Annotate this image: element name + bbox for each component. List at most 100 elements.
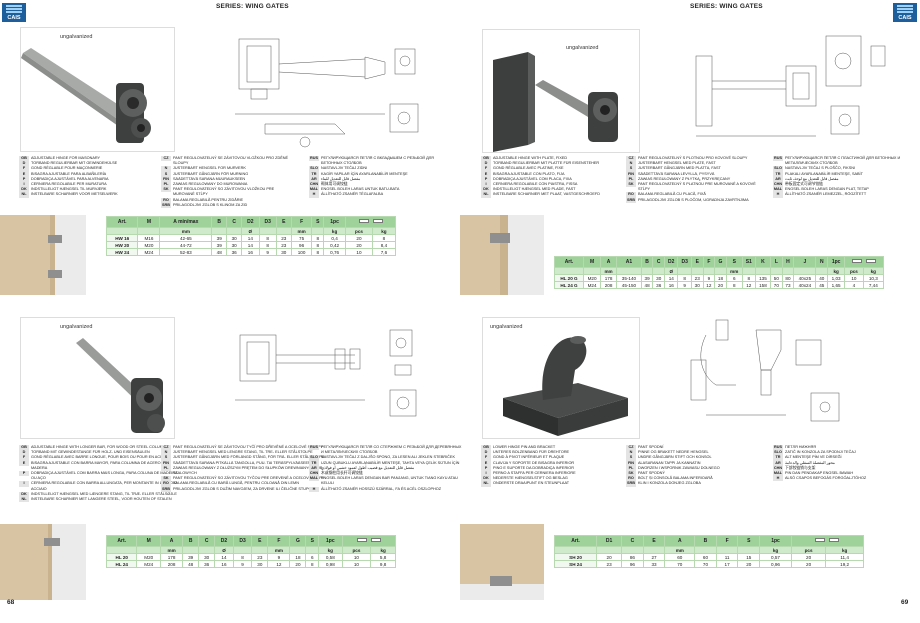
article-code: SH 20 (553, 553, 598, 561)
language-code: CHN (309, 182, 319, 188)
description-text: INSTELBARE SCHARNIER VOOR METSELWERK (31, 192, 118, 197)
unit-cell: kg (862, 267, 885, 275)
unit-cell: kg (323, 227, 347, 235)
unit-cell: pcs (844, 267, 864, 275)
description-text: SÄÄDETTÄVÄ SARANA MUURAUKSEEN (173, 176, 246, 181)
description-text: GOND RÉGLABLE AVEC PLATINE, FIXE (493, 166, 564, 171)
unit-cell: Ø (664, 267, 679, 275)
description-text: ZAWIAS REGULOWANY DO MUROWANIA (173, 182, 248, 187)
article-code: HL 20 G (554, 274, 584, 282)
table-cell: 70 (664, 560, 696, 568)
column-header: M (582, 256, 602, 268)
column-header (341, 535, 397, 547)
table-cell: 23 (251, 553, 269, 561)
product-photo-sh: ungalvanized (482, 317, 640, 439)
description-text: JUSTERBART HENGSEL FOR MURVERK (173, 166, 246, 171)
unit-cell (815, 267, 829, 275)
column-header (345, 216, 396, 228)
language-code: GB (19, 156, 29, 162)
language-code: N (626, 161, 636, 167)
unit-cell: pcs (341, 546, 372, 554)
table-cell: M20 (136, 553, 162, 561)
technical-drawing-hl-g (686, 26, 896, 154)
column-header: Art. (554, 256, 584, 268)
language-code: N (626, 450, 636, 456)
table-cell: 44-72 (159, 241, 213, 249)
unit-cell (582, 267, 602, 275)
table-cell: 40x24 (793, 281, 817, 289)
description-text: ADJUSTABLE HINGE WITH LONGER BAR, FOR WO… (31, 445, 166, 449)
table-cell: 100 (290, 248, 313, 256)
language-code: FIN (161, 460, 171, 466)
description-line: STĹPY (626, 187, 756, 192)
unit-cell (642, 546, 666, 554)
table-cell: 36 (226, 248, 243, 256)
table-cell: 27 (642, 553, 666, 561)
table-cell: 60 (694, 553, 717, 561)
description-text: DWORZEN I WSPORNIK ZAWIASU DOLNEGO (638, 465, 720, 470)
language-code: RUS (773, 156, 783, 162)
column-header (844, 256, 884, 268)
description-text: PLAKALI AYARLANABİLİR MENTEŞE, SABİT (785, 171, 863, 176)
column-header: B (182, 535, 200, 547)
table-cell: 11,4 (825, 553, 864, 561)
table-cell: 40 (815, 274, 829, 282)
column-header: E (275, 216, 292, 228)
language-code: I (19, 481, 29, 487)
description-text: PANT REGULOVATELNÝ SE ZÁVITOVOU VLOŽKOU … (173, 156, 289, 160)
column-header: G (289, 535, 307, 547)
language-code: CZ (626, 445, 636, 451)
table-cell: 48 (182, 560, 200, 568)
lower-hinge-pin-image (503, 336, 628, 436)
unit-cell: pcs (790, 546, 827, 554)
description-text: BISAGRA AJUSTABLE CON PLATO, FIJA (493, 171, 565, 176)
unit-cell (226, 227, 243, 235)
language-code: SRB (626, 481, 636, 487)
table-cell: 39 (211, 241, 228, 249)
language-code: SRB (626, 197, 636, 203)
description-text: UNDRE GÅNGJÄRN STIFT OCH KONSOL (638, 455, 712, 460)
table-cell: M24 (582, 281, 602, 289)
table-cell: 0,4 (323, 234, 347, 242)
weight-icon (829, 538, 840, 542)
table-cell: 16 (664, 281, 679, 289)
language-code: GB (481, 156, 491, 162)
table-cell: 9 (232, 560, 253, 568)
description-text: И МЕТАЛЛИЧЕСКИХ СТОЛБОВ (321, 450, 378, 455)
table-cell: 70 (770, 281, 783, 289)
description-text: МЕТАЛЛИЧЕСКИХ СТОЛБОВ (785, 161, 838, 166)
table-cell: 23 (596, 560, 623, 568)
language-code: SK (626, 471, 636, 477)
description-text: ONDERSTE DRAAIPUNT EN STEUNPLAAT (493, 481, 570, 486)
description-text: ALASARANAN TAPPI JA KANNATIN (638, 460, 701, 465)
description-line: OU AÇO (19, 476, 178, 481)
language-code: I (19, 182, 29, 188)
table-cell: 8 (305, 560, 319, 568)
table-cell: 39 (640, 274, 654, 282)
description-text: БЕТОННЫХ СТОЛБОВ (321, 161, 362, 166)
language-code: E (19, 171, 29, 177)
table-cell: 18 (714, 274, 727, 282)
unit-cell (616, 267, 642, 275)
